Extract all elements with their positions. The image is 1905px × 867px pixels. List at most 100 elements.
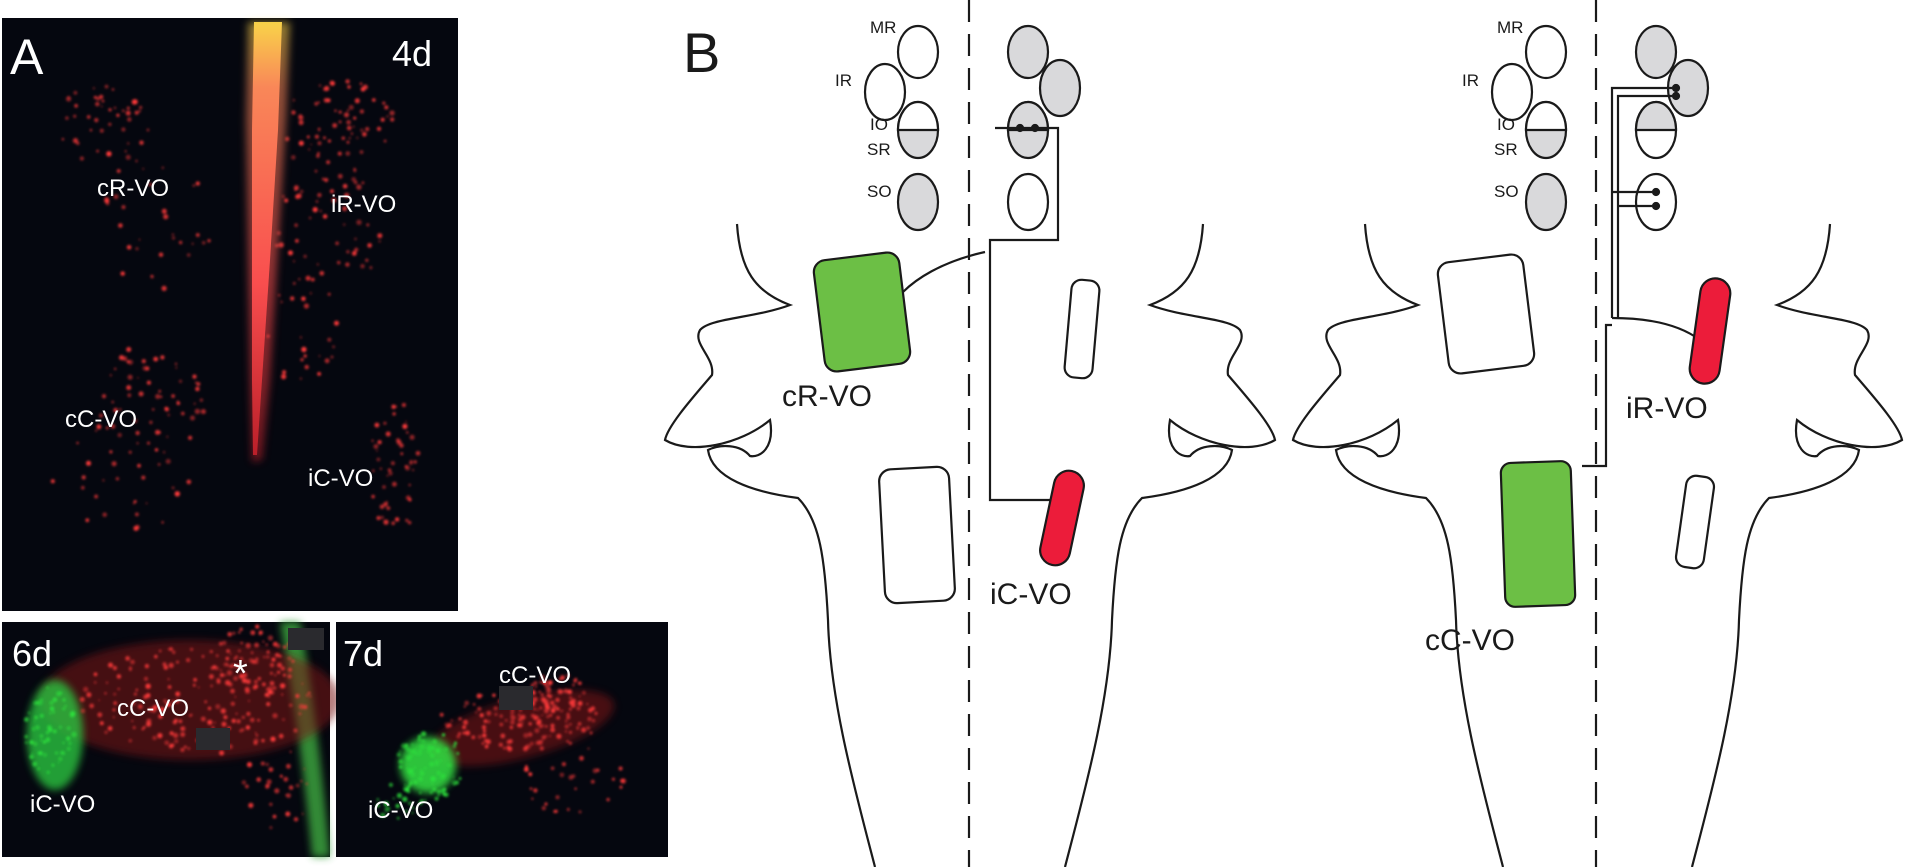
tracer-cell (293, 260, 295, 263)
tracer-cell (275, 652, 280, 658)
tracer-cell (272, 686, 277, 690)
tracer-cell (106, 151, 112, 157)
tracer-cell (147, 707, 153, 712)
tracer-cell (408, 801, 412, 806)
tracer-cell (391, 404, 396, 409)
tracer-cell (510, 714, 516, 721)
tracer-cell (383, 801, 389, 807)
tracer-cell (146, 721, 152, 727)
tracer-cell (582, 690, 586, 695)
tracer-cell (521, 721, 524, 724)
tracer-cell (93, 681, 97, 684)
tracer-cell (174, 362, 178, 365)
tracer-cell (477, 734, 482, 739)
tracer-cell (160, 355, 165, 360)
tracer-cell (112, 708, 116, 712)
tracer-cell (523, 746, 528, 752)
tracer-cell (250, 651, 254, 654)
tracer-cell (256, 777, 262, 782)
tracer-cell (558, 689, 564, 695)
tracer-cell (141, 727, 144, 731)
tracer-cell (92, 87, 95, 90)
vestibular-structure-left-b (878, 465, 956, 605)
tracer-cell (99, 94, 104, 99)
tracer-cell (94, 494, 98, 499)
tracer-cell (465, 730, 470, 736)
tracer-cell (406, 756, 408, 758)
tracer-cell (494, 713, 498, 716)
tracer-cell (540, 693, 544, 697)
tracer-cell (301, 812, 304, 816)
axon-path-right-b (1616, 94, 1672, 318)
tracer-cell (441, 733, 446, 737)
tracer-cell (141, 359, 146, 364)
tracer-cell (157, 463, 161, 466)
tracer-cell (274, 674, 277, 677)
tracer-cell (569, 700, 574, 705)
tracer-cell (404, 787, 410, 793)
tracer-cell (543, 697, 546, 700)
tracer-cell (262, 682, 266, 687)
tracer-cell (432, 739, 437, 744)
tracer-cell (337, 260, 341, 265)
tracer-cell (226, 670, 233, 676)
tracer-cell (286, 763, 291, 769)
tracer-cell (31, 726, 35, 730)
micrograph-6d: 6d * cC-VO iC-VO (2, 622, 340, 857)
tracer-cell (62, 707, 66, 711)
tracer-cell (431, 782, 434, 785)
label-so-b: SO (1494, 182, 1519, 201)
tracer-cell (270, 736, 276, 742)
tracer-cell (261, 739, 265, 743)
tracer-cell (130, 659, 135, 665)
tracer-cell (334, 109, 337, 112)
tracer-cell (569, 722, 572, 726)
tracer-cell (79, 156, 84, 161)
tracer-cell (308, 148, 311, 151)
tracer-cell (115, 477, 119, 481)
tracer-cell (101, 394, 107, 399)
tracer-cell (462, 725, 466, 730)
tracer-cell (208, 674, 214, 680)
tracer-cell (539, 746, 544, 751)
tracer-cell (409, 460, 413, 464)
tracer-cell (253, 684, 259, 689)
tracer-cell (540, 724, 545, 728)
tracer-cell (386, 115, 389, 118)
tracer-cell (559, 772, 565, 778)
tracer-cell (224, 674, 227, 677)
tracer-cell (554, 809, 558, 813)
tracer-cell (167, 678, 170, 681)
tracer-cell (161, 521, 164, 524)
tracer-cell (408, 521, 412, 525)
tracer-cell (546, 715, 550, 718)
tracer-cell (391, 521, 395, 525)
tracer-cell (117, 687, 120, 691)
tracer-cell (587, 747, 590, 750)
tracer-cell (360, 264, 365, 269)
tracer-cell (86, 115, 91, 119)
tracer-cell (260, 761, 265, 766)
tracer-cell (356, 219, 362, 225)
muscle-mr-right-b (1634, 24, 1678, 80)
label-ir-a: IR (835, 71, 852, 90)
tracer-cell (240, 728, 245, 732)
tracer-cell (346, 140, 350, 144)
tracer-cell (166, 435, 169, 438)
tracer-cell (482, 725, 486, 730)
tracer-cell (408, 781, 413, 786)
tracer-cell (406, 784, 411, 789)
tracer-cell (51, 763, 55, 767)
tracer-cell (483, 729, 486, 733)
tracer-cell (555, 795, 560, 800)
tracer-cell (269, 826, 273, 829)
tracer-cell (538, 690, 541, 694)
tracer-cell (569, 696, 573, 700)
tracer-cell (143, 676, 149, 682)
tracer-cell (424, 799, 427, 802)
tracer-cell (532, 696, 538, 703)
tracer-cell (294, 223, 298, 227)
tracer-cell (254, 679, 258, 684)
tracer-cell (550, 701, 554, 705)
tracer-cell (285, 136, 290, 142)
